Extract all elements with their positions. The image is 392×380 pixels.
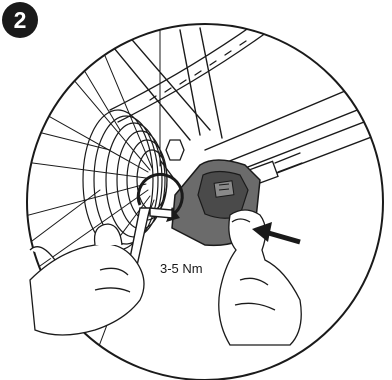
torque-label: 3-5 Nm bbox=[160, 261, 203, 276]
step-number-badge: 2 bbox=[2, 2, 38, 38]
